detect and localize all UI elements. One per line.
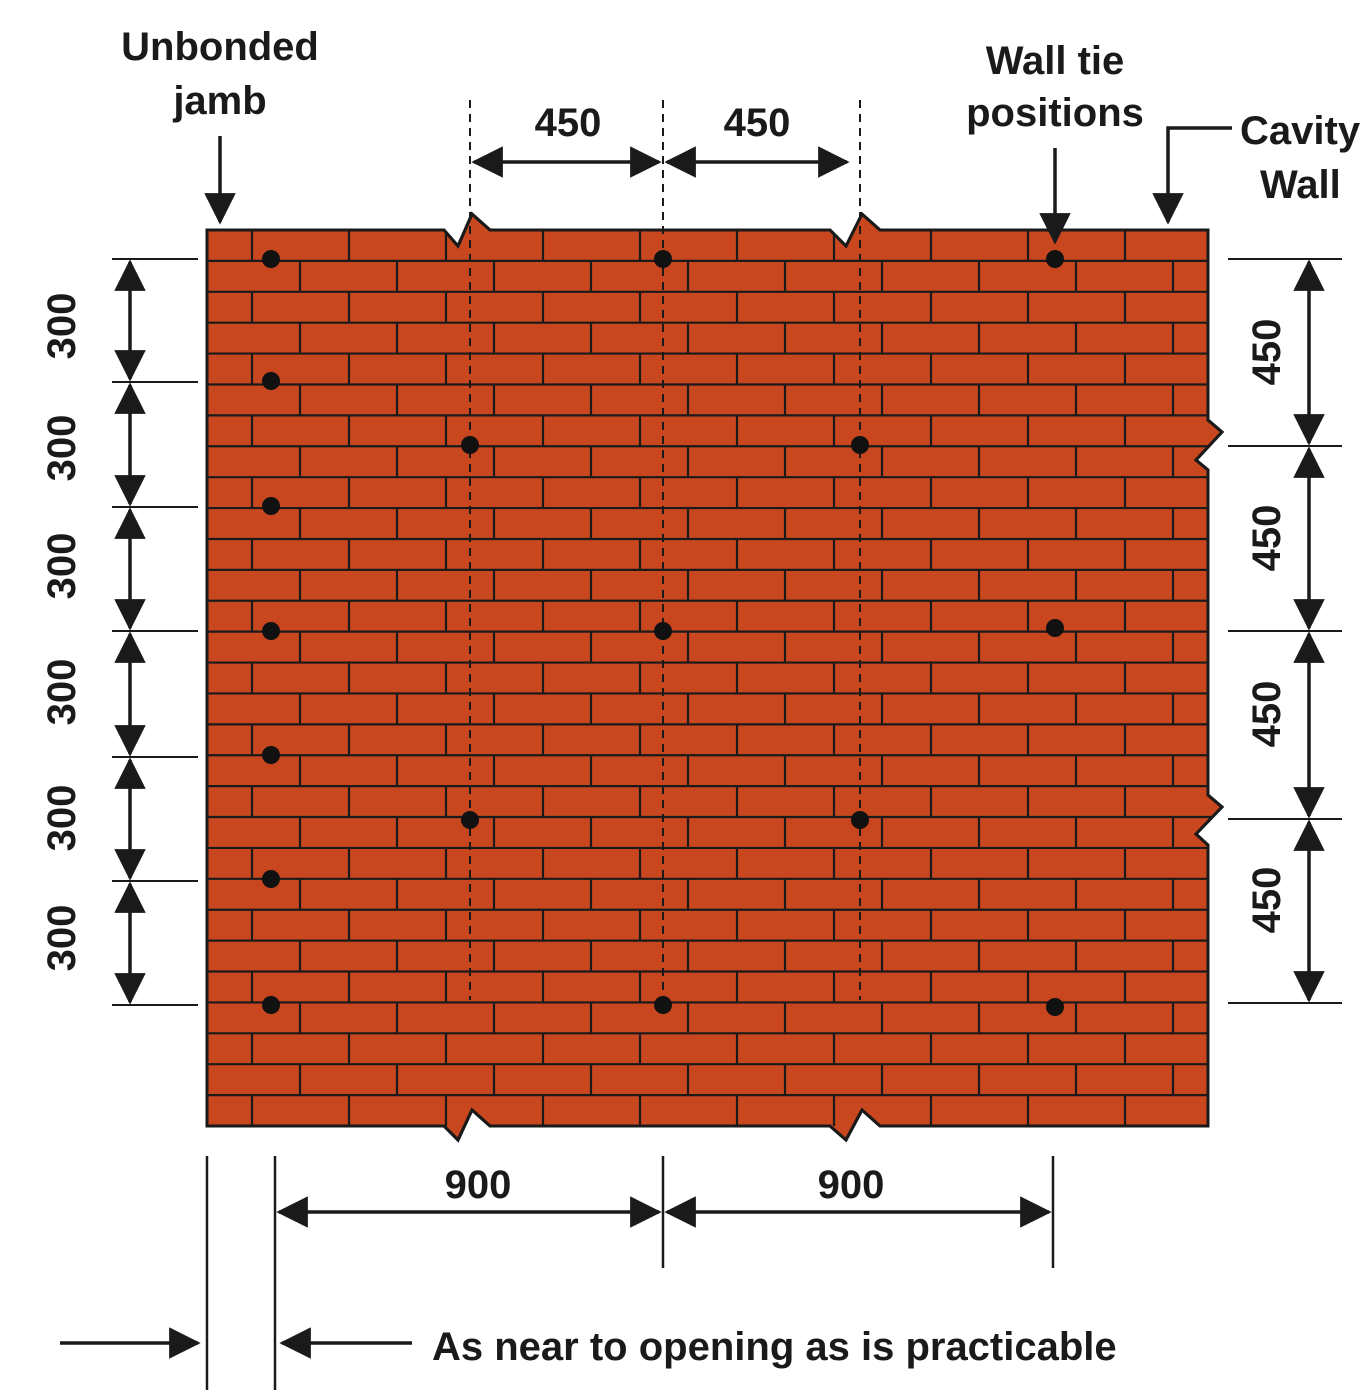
left-dimensions: 300 300 300 300 300 300 [40,258,198,1006]
left-dimension-label: 300 [40,785,84,852]
wall-tie-dot [461,436,479,454]
left-dimension-label: 300 [40,415,84,482]
right-dimension-label: 450 [1245,505,1289,572]
wall-tie-dot [851,436,869,454]
wall-tie-label-line2: positions [966,91,1144,135]
left-dimension-label: 300 [40,905,84,972]
right-dimension-label: 450 [1245,319,1289,386]
tie-column-guides [469,100,861,1000]
bottom-dimension-label: 900 [818,1163,885,1207]
wall-tie-dot [262,497,280,515]
top-annotations: Unbonded jamb Wall tie positions Cavity … [121,25,1361,245]
unbonded-jamb-label-line2: jamb [172,79,266,123]
top-dimension-label: 450 [535,101,602,145]
mortar-joints [207,230,1222,1126]
wall-tie-dot [262,996,280,1014]
top-dimension-label: 450 [724,101,791,145]
wall-tie-dot [262,870,280,888]
top-dimensions: 450 450 [471,101,850,178]
right-dimension-label: 450 [1245,681,1289,748]
wall-tie-dot [1046,250,1064,268]
left-dimension-label: 300 [40,659,84,726]
wall-tie-dot [461,811,479,829]
wall-tie-dot [262,372,280,390]
left-dimension-label: 300 [40,533,84,600]
wall-ties [262,250,1064,1016]
right-dimension-label: 450 [1245,867,1289,934]
unbonded-jamb-label-line1: Unbonded [121,25,319,69]
brick-wall [205,211,1225,1143]
bottom-dimensions: 900 900 As near to opening as is practic… [60,1156,1117,1390]
wall-outline-overlay [205,211,1225,1143]
wall-tie-dot [262,746,280,764]
wall-tie-label-line1: Wall tie [986,39,1125,83]
opening-note: As near to opening as is practicable [432,1325,1117,1369]
cavity-wall-pointer [1152,126,1232,225]
wall-tie-dot [654,250,672,268]
wall-tie-dot [1046,619,1064,637]
right-dimensions: 450 450 450 450 [1228,258,1342,1004]
wall-tie-dot [851,811,869,829]
wall-tie-dot [654,622,672,640]
cavity-wall-label-line1: Cavity [1240,109,1361,153]
wall-tie-dot [262,250,280,268]
bottom-dimension-label: 900 [445,1163,512,1207]
wall-tie-dot [262,622,280,640]
left-dimension-label: 300 [40,293,84,360]
wall-tie-dot [1046,998,1064,1016]
wall-tie-dot [654,996,672,1014]
cavity-wall-label-line2: Wall [1260,163,1341,207]
